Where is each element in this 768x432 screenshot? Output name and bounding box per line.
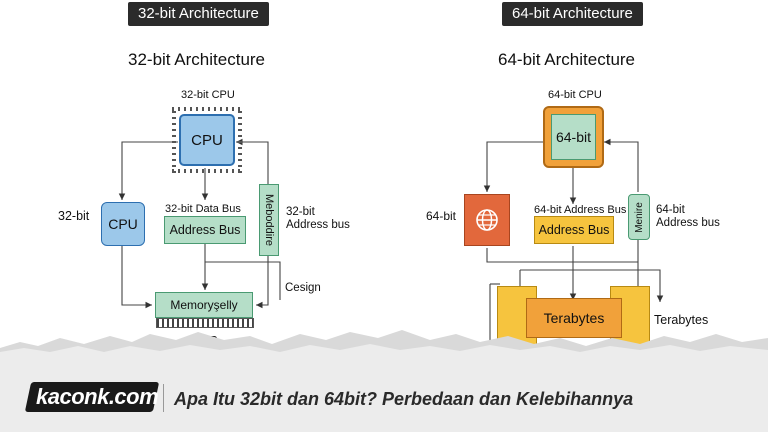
left-diagram-title: 32-bit Architecture bbox=[128, 50, 266, 69]
right-diagram-title: 64-bit Architecture bbox=[498, 50, 636, 69]
right-address-bus-box: Address Bus bbox=[534, 216, 614, 244]
left-architecture-tag: 32-bit Architecture bbox=[128, 2, 269, 26]
right-memory-side-label: Terabytes bbox=[654, 313, 709, 327]
left-address-bus-label: 32-bit Address bus bbox=[286, 206, 350, 231]
right-memory-box: Terabytes bbox=[526, 298, 622, 338]
left-design-label: Cesign bbox=[285, 282, 321, 294]
right-address-bus-label: 64-bit Address bus bbox=[656, 204, 720, 229]
globe-icon bbox=[476, 209, 498, 231]
right-side-label: 64-bit bbox=[426, 209, 457, 223]
kaconk-logo-text: kaconk.com bbox=[36, 384, 159, 409]
left-vertical-box-label: Meboddire bbox=[263, 194, 276, 246]
left-data-bus-label: 32-bit Data Bus bbox=[165, 203, 241, 215]
left-cpu-chip-box: CPU bbox=[179, 114, 235, 166]
left-cpu-top-label: 32-bit CPU bbox=[181, 89, 235, 101]
left-cpu-box: CPU bbox=[101, 202, 145, 246]
right-architecture-tag: 64-bit Architecture bbox=[502, 2, 643, 26]
right-vertical-box: Menire bbox=[628, 194, 650, 240]
right-address-bus-top-label: 64-bit Address Bus bbox=[534, 204, 627, 216]
left-memory-box: Memoryşelly bbox=[155, 292, 253, 318]
left-memory-module-icon bbox=[156, 318, 254, 328]
right-vertical-box-label: Menire bbox=[633, 201, 645, 233]
footer-divider bbox=[163, 384, 164, 412]
left-side-label: 32-bit bbox=[58, 209, 90, 223]
left-address-bus-box: Address Bus bbox=[164, 216, 246, 244]
right-cpu-top-label: 64-bit CPU bbox=[548, 89, 602, 101]
article-title: Apa Itu 32bit dan 64bit? Perbedaan dan K… bbox=[174, 389, 634, 409]
right-cpu-chip-box: 64-bit bbox=[551, 114, 596, 160]
left-vertical-box: Meboddire bbox=[259, 184, 279, 256]
right-globe-box bbox=[464, 194, 510, 246]
